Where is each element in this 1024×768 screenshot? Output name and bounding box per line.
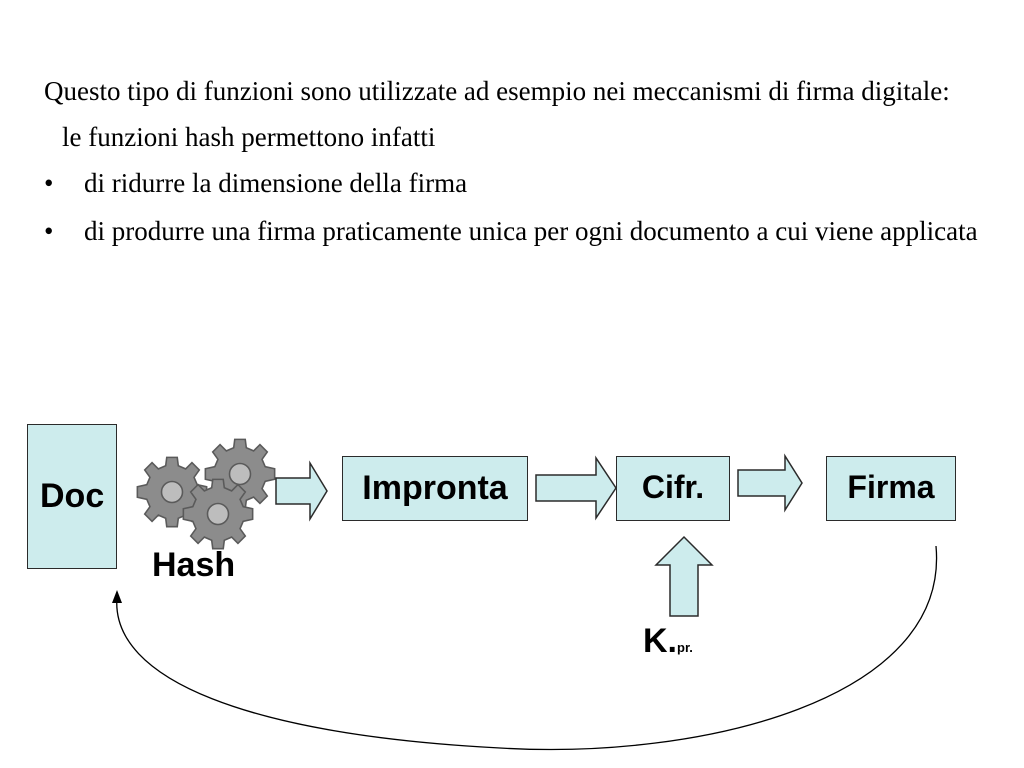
slide-text: Questo tipo di funzioni sono utilizzate … [44,72,984,260]
hash-intro: le funzioni hash permettono infatti [62,122,436,152]
bullet-dot: • [44,168,54,198]
intro-paragraph: Questo tipo di funzioni sono utilizzate … [44,76,950,106]
gears-icon [136,438,276,550]
arrow-up-icon [654,535,714,617]
cifr-box: Cifr. [616,456,730,521]
arrow-right-icon [275,460,328,522]
bullet-list: • di ridurre la dimensione della firma •… [44,164,984,250]
arrow-right-icon [535,455,617,521]
key-main: K. [643,622,677,660]
cifr-label: Cifr. [641,469,705,505]
bullet-text: di produrre una firma praticamente unica… [84,216,978,246]
bullet-text: di ridurre la dimensione della firma [84,168,468,198]
doc-box: Doc [27,424,117,569]
impronta-label: Impronta [362,469,508,507]
private-key-label: K.pr. [643,622,693,661]
firma-box: Firma [826,456,956,521]
list-item: • di produrre una firma praticamente uni… [44,212,984,250]
hash-label: Hash [152,546,236,584]
curve-arrowhead-icon [112,590,122,603]
firma-label: Firma [847,469,935,505]
bullet-dot: • [44,216,54,246]
return-curve [116,545,938,751]
impronta-box: Impronta [342,456,528,521]
key-subscript: pr. [677,640,693,655]
doc-label: Doc [40,477,105,515]
list-item: • di ridurre la dimensione della firma [44,164,984,202]
arrow-right-icon [737,453,803,513]
